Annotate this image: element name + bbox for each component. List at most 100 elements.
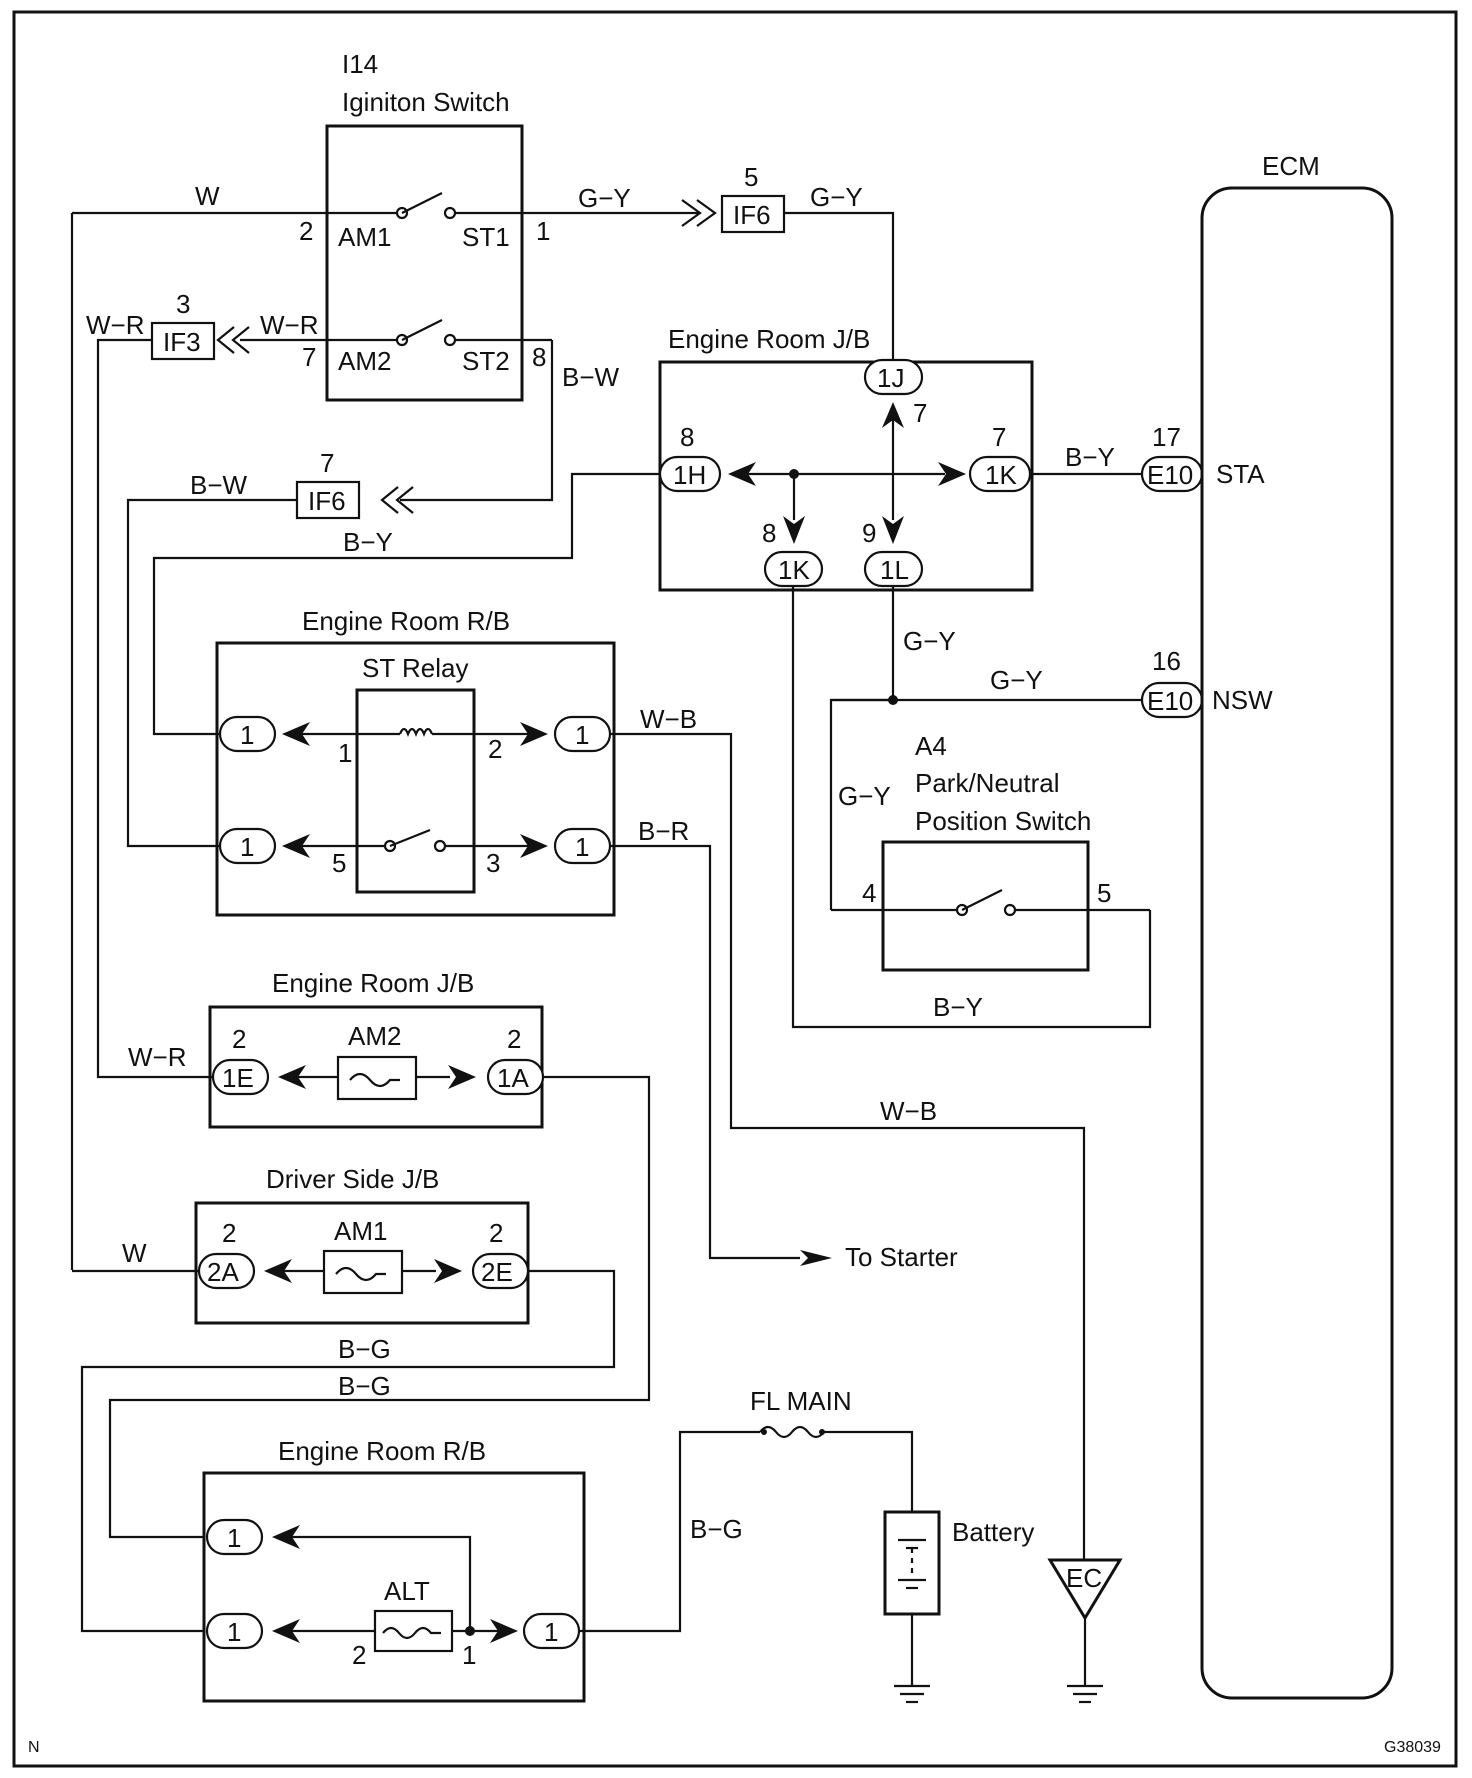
pin-am1: 2 xyxy=(299,216,313,246)
svg-text:3: 3 xyxy=(176,289,190,319)
terminal-am1: AM1 xyxy=(338,222,391,252)
ecm: ECM STA NSW xyxy=(1200,151,1394,1700)
svg-text:8: 8 xyxy=(680,422,694,452)
svg-text:Engine Room J/B: Engine Room J/B xyxy=(272,968,474,998)
svg-text:4: 4 xyxy=(862,878,876,908)
connector-if3: IF3 3 xyxy=(150,289,216,361)
svg-text:1: 1 xyxy=(227,1617,241,1647)
svg-text:2: 2 xyxy=(507,1024,521,1054)
svg-text:1: 1 xyxy=(227,1523,241,1553)
svg-text:1L: 1L xyxy=(880,555,909,585)
wire-label-w-top: W xyxy=(195,181,220,211)
svg-text:Park/Neutral: Park/Neutral xyxy=(915,768,1060,798)
park-neutral-switch: A4 Park/Neutral Position Switch 4 5 xyxy=(831,731,1150,972)
terminal-st1: ST1 xyxy=(462,222,510,252)
connector-e10-nsw: E10 16 xyxy=(1140,646,1204,719)
svg-text:2: 2 xyxy=(488,734,502,764)
connector-e10-sta: E10 17 xyxy=(1140,422,1204,493)
ignition-switch: I14 Iginiton Switch AM1 ST1 2 1 AM2 ST2 … xyxy=(72,49,700,402)
svg-text:E10: E10 xyxy=(1147,686,1193,716)
wire-label-bw-st2: B−W xyxy=(562,362,620,392)
wire-label-gy-nsw: G−Y xyxy=(990,665,1043,695)
svg-text:E10: E10 xyxy=(1147,460,1193,490)
wire-label-wr-right: W−R xyxy=(260,310,319,340)
ground-ec: EC xyxy=(1047,1558,1123,1704)
terminal-st2: ST2 xyxy=(462,346,510,376)
ecm-terminal-sta: STA xyxy=(1216,459,1265,489)
svg-text:1H: 1H xyxy=(673,460,706,490)
svg-text:7: 7 xyxy=(913,398,927,428)
svg-text:2A: 2A xyxy=(207,1257,239,1287)
figure-code: G38039 xyxy=(1384,1739,1441,1756)
wire-label-w-2a: W xyxy=(122,1238,147,1268)
svg-text:Engine Room R/B: Engine Room R/B xyxy=(278,1436,486,1466)
wire-label-wb-ground: W−B xyxy=(880,1096,937,1126)
connector-if6-top: IF6 5 xyxy=(720,162,786,234)
svg-text:2: 2 xyxy=(222,1218,236,1248)
battery: Battery xyxy=(883,1510,1034,1704)
to-starter-label: To Starter xyxy=(845,1242,958,1272)
svg-text:9: 9 xyxy=(862,518,876,548)
svg-text:16: 16 xyxy=(1152,646,1181,676)
svg-text:1: 1 xyxy=(240,832,254,862)
svg-text:2E: 2E xyxy=(481,1257,513,1287)
svg-text:EC: EC xyxy=(1066,1563,1102,1593)
fl-main-fuse: FL MAIN xyxy=(750,1386,914,1512)
svg-text:1: 1 xyxy=(575,832,589,862)
wire-label-bg-upper: B−G xyxy=(338,1334,391,1364)
svg-text:IF6: IF6 xyxy=(308,486,346,516)
wire-label-gy-st1: G−Y xyxy=(578,183,631,213)
pin-st2: 8 xyxy=(532,342,546,372)
engine-room-rb-bottom: Engine Room R/B 1 1 1 ALT 2 1 xyxy=(202,1436,586,1703)
driver-side-jb: Driver Side J/B 2A 2 2E 2 AM1 xyxy=(194,1164,530,1325)
ignition-switch-code: I14 xyxy=(342,49,378,79)
wire-label-bw-if6: B−W xyxy=(190,470,248,500)
svg-text:2: 2 xyxy=(352,1640,366,1670)
engine-room-rb-top: Engine Room R/B ST Relay 1 1 1 1 1 2 5 3 xyxy=(215,606,616,917)
pin-st1: 1 xyxy=(536,216,550,246)
wire-label-gy-pn: G−Y xyxy=(838,781,891,811)
svg-text:5: 5 xyxy=(744,162,758,192)
svg-text:1: 1 xyxy=(544,1617,558,1647)
svg-text:Position Switch: Position Switch xyxy=(915,806,1091,836)
svg-text:5: 5 xyxy=(332,848,346,878)
svg-text:5: 5 xyxy=(1097,878,1111,908)
fuse-am1-label: AM1 xyxy=(334,1216,387,1246)
fuse-am2-label: AM2 xyxy=(348,1021,401,1051)
wire-label-by-1h: B−Y xyxy=(343,527,393,557)
ecm-terminal-nsw: NSW xyxy=(1212,685,1273,715)
wire-label-gy-if6: G−Y xyxy=(810,182,863,212)
svg-text:1A: 1A xyxy=(497,1063,529,1093)
wire-label-br-relay: B−R xyxy=(638,816,689,846)
wire-label-gy-1l: G−Y xyxy=(903,626,956,656)
svg-text:3: 3 xyxy=(486,848,500,878)
wire-label-wr-left: W−R xyxy=(86,310,145,340)
connector-if6-mid: IF6 7 xyxy=(295,448,361,520)
terminal-am2: AM2 xyxy=(338,346,391,376)
wire-label-bg-lower: B−G xyxy=(338,1371,391,1401)
svg-text:8: 8 xyxy=(762,518,776,548)
svg-text:2: 2 xyxy=(232,1024,246,1054)
svg-text:2: 2 xyxy=(489,1218,503,1248)
svg-text:ECM: ECM xyxy=(1262,151,1320,181)
wire-label-bg-fl: B−G xyxy=(690,1514,743,1544)
svg-text:7: 7 xyxy=(992,422,1006,452)
svg-text:1: 1 xyxy=(240,720,254,750)
svg-text:1: 1 xyxy=(462,1640,476,1670)
svg-text:IF3: IF3 xyxy=(163,327,201,357)
wire-label-wb-relay: W−B xyxy=(640,704,697,734)
svg-text:Engine Room J/B: Engine Room J/B xyxy=(668,324,870,354)
svg-text:1: 1 xyxy=(575,720,589,750)
svg-text:Engine Room R/B: Engine Room R/B xyxy=(302,606,510,636)
ignition-switch-name: Iginiton Switch xyxy=(342,87,510,117)
st-relay-label: ST Relay xyxy=(362,653,468,683)
svg-text:1: 1 xyxy=(338,738,352,768)
fuse-alt-label: ALT xyxy=(384,1576,430,1606)
pin-am2: 7 xyxy=(302,342,316,372)
svg-text:IF6: IF6 xyxy=(733,200,771,230)
engine-room-jb-mid: Engine Room J/B 1E 2 1A 2 AM2 xyxy=(208,968,545,1129)
svg-text:1K: 1K xyxy=(778,555,810,585)
wire-label-by-sta: B−Y xyxy=(1065,442,1115,472)
svg-text:Battery: Battery xyxy=(952,1517,1034,1547)
